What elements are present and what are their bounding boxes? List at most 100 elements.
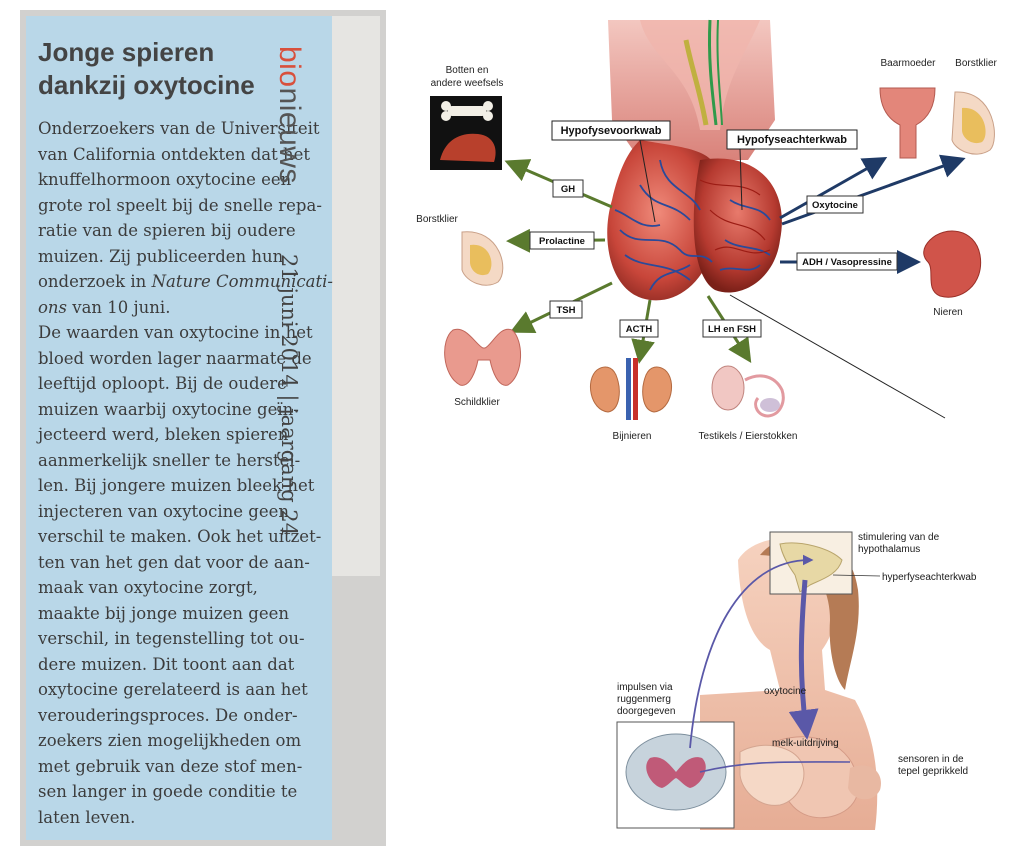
gh-box (552, 179, 584, 198)
anterior-lobe-pointer (639, 139, 656, 223)
gonads-label: Testikels / Eierstokken (699, 431, 798, 442)
posterior-lobe-label-box (726, 129, 858, 150)
article-line: grote rol speelt bij de snelle repa- (38, 195, 322, 215)
article-line: laten leven. (38, 807, 136, 827)
article-line: onderzoek in Nature Communicati- (38, 269, 333, 295)
article-line: injecteren van oxytocine geen (38, 501, 289, 521)
article-line: Onderzoekers van de Universiteit (38, 119, 320, 138)
adh-box (796, 252, 898, 271)
uterus-target: Baarmoeder (879, 58, 936, 159)
connector-line (729, 294, 946, 419)
bones-label-line1: Botten en (446, 65, 489, 76)
article-line: muizen. Zij publiceerden hun (38, 246, 284, 266)
clipping-sidebar (332, 16, 380, 576)
stim-label-line2: hypothalamus (858, 544, 920, 555)
uterus-icon (879, 87, 936, 159)
sensors-label-line1: sensoren in de (898, 754, 964, 765)
article-line: verouderingsproces. De onder- (38, 705, 298, 725)
anterior-lobe-label-box (551, 120, 671, 141)
article-line: verschil, in tegenstelling tot ou- (38, 629, 305, 648)
adrenal-target: Bijnieren (590, 358, 672, 442)
adrenal-label: Bijnieren (613, 431, 652, 442)
article-text: onderzoek in (38, 272, 152, 291)
article-line: knuffelhormoon oxytocine een (38, 170, 292, 189)
kidney-target: Nieren (923, 230, 982, 318)
neural-paths (689, 554, 851, 773)
article-line: sen langer in goede conditie te (38, 782, 298, 801)
article-line: maak van oxytocine zorgt, (38, 578, 258, 597)
posterior-pointer (832, 574, 881, 577)
sensors-label-line2: tepel geprikkeld (898, 766, 968, 777)
article-line: met gebruik van deze stof men- (38, 756, 303, 776)
acth-box (619, 319, 659, 338)
impulses-label-line3: doorgegeven (617, 706, 675, 717)
gonads-target: Testikels / Eierstokken (699, 365, 798, 442)
article-line: ons van 10 juni. (38, 295, 328, 321)
lh-fsh-box (702, 319, 762, 338)
uterus-label: Baarmoeder (880, 58, 936, 69)
bones-target: Botten en andere weefsels (430, 65, 503, 170)
article-title-line: dankzij oxytocine (38, 70, 255, 100)
lh-fsh-label: LH en FSH (708, 324, 756, 335)
oxytocine-arrow-breast (781, 154, 966, 226)
stim-label-line1: stimulering van de (858, 532, 940, 543)
article-line: bloed worden lager naarmate de (38, 348, 312, 368)
adh-label: ADH / Vasopressine (802, 257, 892, 268)
newspaper-clipping: Jonge spieren dankzij oxytocine Onderzoe… (20, 10, 386, 846)
journal-name-end: ons (38, 297, 68, 317)
oxytocine-arrow-uterus (779, 157, 888, 220)
journal-name: Nature Communicati- (151, 272, 333, 291)
muscle-arm-icon (440, 133, 496, 162)
kidney-icon (923, 230, 982, 298)
kidney-label: Nieren (933, 307, 962, 318)
article-line: verschil te maken. Ook het uitzet- (38, 527, 322, 546)
ovary-icon (744, 374, 785, 418)
oxytocine-label: oxytocine (764, 686, 807, 697)
bones-label-line2: andere weefsels (431, 78, 504, 89)
pituitary-inset-icon (779, 542, 843, 593)
article-line: oxytocine gerelateerd is aan het (38, 680, 308, 699)
pituitary-diagram: Hypofysevoorkwab Hypofyseachterkwab GH P… (416, 19, 998, 442)
gh-label: GH (561, 184, 575, 195)
anterior-lobe-label: Hypofysevoorkwab (561, 125, 662, 137)
thyroid-icon (444, 328, 522, 386)
article-title: Jonge spieren dankzij oxytocine (38, 36, 318, 102)
breast-left-target: Borstklier (416, 214, 504, 286)
mother-illustration (700, 534, 881, 830)
article-body: Onderzoekers van de Universiteit van Cal… (38, 116, 333, 830)
thyroid-label: Schildklier (454, 397, 500, 408)
article-line: van California ontdekten dat het (38, 144, 311, 164)
article-line: aanmerkelijk sneller te herstel- (38, 450, 301, 470)
pituitary-gland-illustration (607, 140, 782, 301)
article-text: van 10 juni. (67, 297, 171, 317)
article-line: ten van het gen dat voor de aan- (38, 552, 310, 572)
prolactine-label: Prolactine (539, 236, 585, 247)
capillary-network (699, 179, 771, 254)
posterior-lobe-label: Hypofyseachterkwab (737, 134, 847, 146)
posterior-lobe-pointer (739, 148, 743, 211)
article-line: dere muizen. Dit toont aan dat (38, 654, 295, 674)
article-line: maakte bij jonge muizen geen (38, 603, 290, 623)
testis-icon (711, 365, 745, 411)
oxytocine-label: Oxytocine (812, 200, 858, 211)
impulses-label-line1: impulsen via (617, 682, 673, 693)
breast-right-target: Borstklier (951, 58, 998, 155)
article-line: zoekers zien mogelijkheden om (38, 731, 302, 750)
article-line: len. Bij jongere muizen bleek het (38, 476, 315, 495)
breast-left-label: Borstklier (416, 214, 458, 225)
tsh-label: TSH (557, 305, 576, 316)
article-line: jecteerd werd, bleken spieren (38, 425, 289, 444)
vessel-network (614, 159, 771, 291)
baby-icon (739, 744, 805, 806)
article-line: muizen waarbij oxytocine geïn- (38, 399, 299, 419)
impulses-label-line2: ruggenmerg (617, 694, 671, 705)
acth-label: ACTH (626, 324, 653, 335)
adrenal-kidney-right-icon (642, 366, 672, 413)
tsh-box (549, 300, 583, 319)
oxytocine-box (806, 195, 864, 214)
breast-right-label: Borstklier (955, 58, 997, 69)
article-title-line: Jonge spieren (38, 37, 215, 67)
milk-ejection-reflex-diagram: stimulering van de hypothalamus hyperfys… (616, 531, 977, 830)
adrenal-kidney-left-icon (590, 366, 620, 413)
